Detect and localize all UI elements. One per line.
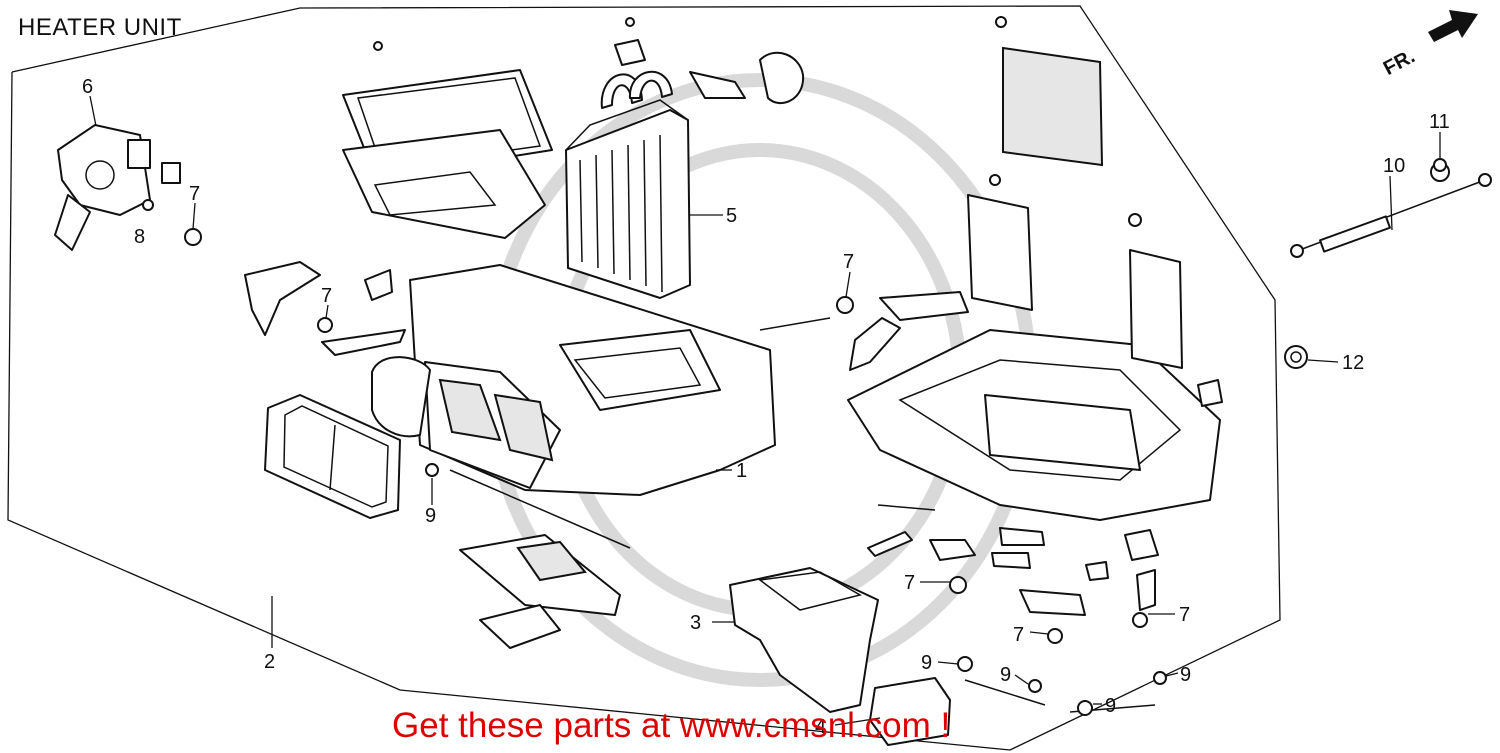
grommet-11 (1430, 158, 1450, 182)
callout-7: 7 (1013, 624, 1024, 646)
callout-1: 1 (736, 460, 747, 482)
front-direction-arrow: FR. (1380, 10, 1478, 80)
callout-7: 7 (1179, 604, 1190, 626)
callout-9: 9 (1105, 695, 1116, 717)
callout-9: 9 (1000, 664, 1011, 686)
assembly-frame (11, 5, 1281, 751)
callout-9: 9 (921, 652, 932, 674)
assembly-frame-left (7, 71, 1011, 751)
callout-8: 8 (134, 226, 145, 248)
callout-7: 7 (843, 251, 854, 273)
callout-9: 9 (425, 505, 436, 527)
callout-9: 9 (1180, 664, 1191, 686)
callout-5: 5 (726, 205, 737, 227)
mode-control-motor (54, 124, 181, 251)
filter-tray (459, 534, 621, 649)
callout-2: 2 (264, 651, 275, 673)
callout-12: 12 (1342, 352, 1364, 374)
callout-7: 7 (321, 285, 332, 307)
door-panels (967, 46, 1183, 369)
callout-7: 7 (904, 572, 915, 594)
leader-lines (89, 95, 1441, 726)
callout-10: 10 (1383, 155, 1405, 177)
callout-11: 11 (1429, 111, 1450, 133)
promo-footer-link[interactable]: Get these parts at www.cmsnl.com ! (392, 706, 951, 745)
diagram-title: HEATER UNIT (18, 14, 182, 41)
callout-4: 4 (815, 716, 826, 738)
small-hardware (142, 16, 1223, 716)
callout-6: 6 (82, 76, 93, 98)
lower-case (847, 329, 1221, 521)
rear-duct (729, 567, 879, 713)
inlet-gasket (264, 394, 401, 519)
heater-core (565, 70, 691, 299)
upper-duct-gasket (342, 69, 553, 239)
nut-12 (1284, 345, 1308, 369)
callout-3: 3 (690, 612, 701, 634)
callout-numbers: 6 5 1 2 3 4 10 11 12 7 8 7 7 7 7 7 9 9 9… (82, 76, 1450, 738)
callout-7: 7 (189, 183, 200, 205)
direction-label: FR. (1380, 45, 1419, 80)
heater-case (371, 264, 776, 549)
